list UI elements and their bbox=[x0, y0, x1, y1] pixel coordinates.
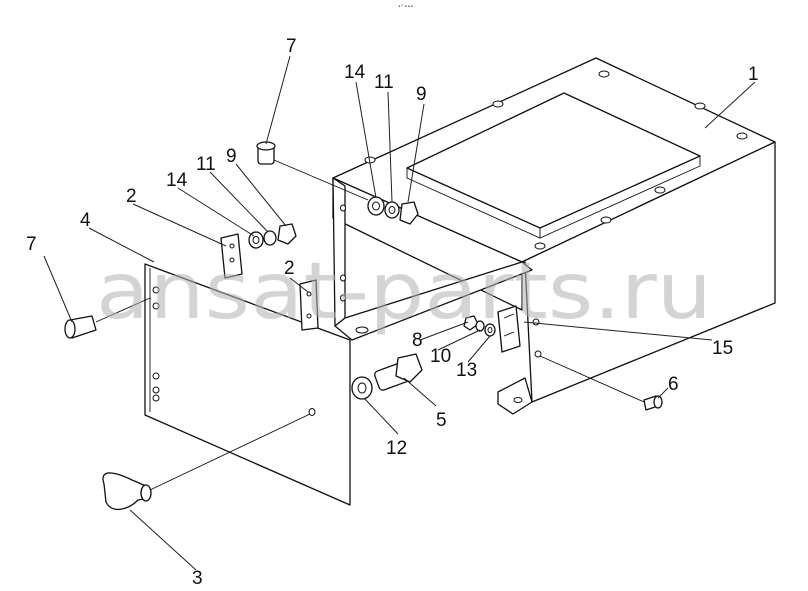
callout-2-upper: 2 bbox=[126, 186, 137, 207]
callout-7-left: 7 bbox=[26, 234, 37, 255]
fastener-set-right bbox=[463, 315, 496, 337]
callout-7-upper: 7 bbox=[286, 36, 297, 57]
callout-8: 8 bbox=[412, 330, 423, 351]
callout-15: 15 bbox=[712, 338, 733, 359]
washer-12 bbox=[351, 376, 373, 400]
watermark-text: ansat-parts.ru bbox=[96, 247, 712, 337]
callout-14-housing: 14 bbox=[344, 62, 366, 83]
bolt-left bbox=[64, 297, 151, 339]
knob-3 bbox=[102, 413, 311, 510]
callout-6: 6 bbox=[668, 374, 679, 395]
callout-labels: 1 2 2 3 4 5 6 7 7 8 9 9 10 11 11 12 13 1… bbox=[26, 36, 759, 589]
callout-13: 13 bbox=[456, 360, 477, 381]
callout-9-left: 9 bbox=[226, 146, 237, 167]
callout-9-housing: 9 bbox=[416, 84, 427, 105]
bolt-upper bbox=[256, 141, 369, 201]
header-mark: •ⁿ ••• bbox=[398, 4, 413, 10]
callout-1: 1 bbox=[748, 64, 759, 85]
cover-plate bbox=[144, 263, 351, 506]
hinge-lower bbox=[299, 279, 319, 331]
callout-2-lower: 2 bbox=[284, 258, 295, 279]
callout-3: 3 bbox=[192, 568, 203, 589]
fastener-set-upper-left bbox=[248, 223, 297, 249]
callout-12: 12 bbox=[386, 438, 407, 459]
hinge-upper bbox=[220, 233, 243, 279]
leader-lines bbox=[43, 55, 756, 571]
callout-10: 10 bbox=[430, 346, 451, 367]
callout-11-left: 11 bbox=[196, 154, 216, 175]
callout-14-left: 14 bbox=[166, 170, 188, 191]
latch-15 bbox=[497, 305, 521, 353]
callout-5: 5 bbox=[436, 410, 447, 431]
callout-11-housing: 11 bbox=[374, 72, 394, 93]
callout-4: 4 bbox=[80, 210, 91, 231]
stud-bolt bbox=[374, 353, 423, 391]
screw-6 bbox=[539, 355, 663, 411]
